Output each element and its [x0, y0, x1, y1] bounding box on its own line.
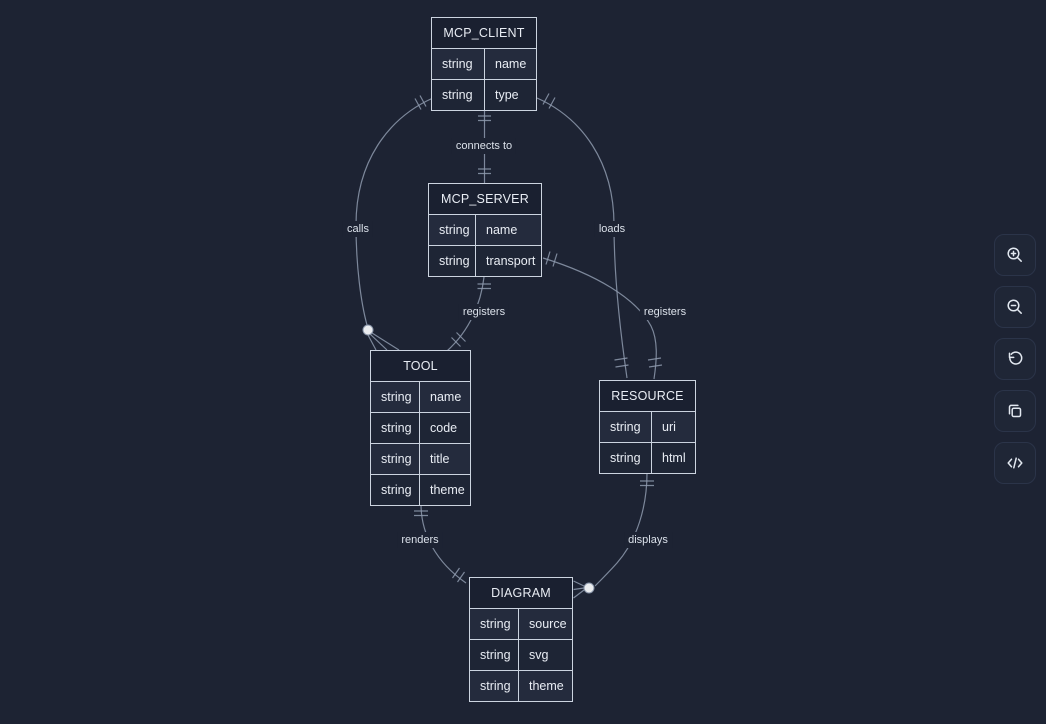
relationship-displays — [573, 472, 654, 599]
view-code-button[interactable] — [994, 442, 1036, 484]
attribute-name: svg — [519, 640, 572, 670]
attribute-name: uri — [652, 412, 695, 442]
attribute-row: string type — [432, 79, 536, 110]
reset-view-button[interactable] — [994, 338, 1036, 380]
attribute-row: string name — [371, 381, 470, 412]
copy-icon — [1008, 404, 1022, 418]
zero-marker-circle — [362, 324, 374, 336]
entity-mcp-client: MCP_CLIENT string name string type — [431, 17, 537, 111]
zoom-in-button[interactable] — [994, 234, 1036, 276]
entity-tool: TOOL string name string code string titl… — [370, 350, 471, 506]
attribute-name: theme — [420, 475, 470, 505]
attribute-row: string transport — [429, 245, 541, 276]
attribute-type: string — [470, 671, 519, 701]
relationship-calls — [355, 95, 434, 351]
attribute-name: name — [476, 215, 541, 245]
attribute-row: string html — [600, 442, 695, 473]
attribute-row: string theme — [470, 670, 572, 701]
attribute-row: string svg — [470, 639, 572, 670]
attribute-name: name — [485, 49, 536, 79]
relationship-label-registers-resource: registers — [639, 304, 691, 320]
attribute-type: string — [371, 475, 420, 505]
crow-foot — [367, 332, 400, 351]
attribute-name: theme — [519, 671, 572, 701]
attribute-type: string — [371, 413, 420, 443]
attribute-row: string uri — [600, 411, 695, 442]
entity-resource: RESOURCE string uri string html — [599, 380, 696, 474]
entity-title: RESOURCE — [600, 381, 695, 411]
entity-mcp-server: MCP_SERVER string name string transport — [428, 183, 542, 277]
relationship-label-displays: displays — [624, 532, 672, 548]
relationship-label-loads: loads — [594, 221, 630, 237]
attribute-name: code — [420, 413, 470, 443]
attribute-name: source — [519, 609, 572, 639]
attribute-row: string theme — [371, 474, 470, 505]
attribute-name: transport — [476, 246, 541, 276]
relationship-label-calls: calls — [342, 221, 374, 237]
attribute-type: string — [371, 382, 420, 412]
attribute-type: string — [470, 640, 519, 670]
crow-foot — [573, 580, 585, 599]
entity-title: MCP_CLIENT — [432, 18, 536, 48]
attribute-type: string — [470, 609, 519, 639]
attribute-type: string — [429, 246, 476, 276]
copy-button[interactable] — [994, 390, 1036, 432]
relationship-label-connects-to: connects to — [451, 138, 517, 154]
attribute-type: string — [432, 49, 485, 79]
attribute-type: string — [429, 215, 476, 245]
attribute-name: html — [652, 443, 695, 473]
entity-title: MCP_SERVER — [429, 184, 541, 214]
relationship-label-renders: renders — [397, 532, 443, 548]
zoom-out-button[interactable] — [994, 286, 1036, 328]
attribute-name: type — [485, 80, 536, 110]
attribute-row: string name — [429, 214, 541, 245]
attribute-row: string name — [432, 48, 536, 79]
attribute-type: string — [432, 80, 485, 110]
attribute-type: string — [371, 444, 420, 474]
code-icon — [1007, 457, 1023, 469]
attribute-type: string — [600, 443, 652, 473]
magnifier-minus-icon — [1007, 299, 1022, 314]
entity-title: TOOL — [371, 351, 470, 381]
attribute-name: title — [420, 444, 470, 474]
attribute-row: string code — [371, 412, 470, 443]
attribute-row: string title — [371, 443, 470, 474]
attribute-row: string source — [470, 608, 572, 639]
rotate-ccw-icon — [1008, 351, 1023, 365]
entity-title: DIAGRAM — [470, 578, 572, 608]
attribute-type: string — [600, 412, 652, 442]
entity-diagram: DIAGRAM string source string svg string … — [469, 577, 573, 702]
zero-marker-circle — [583, 582, 595, 594]
attribute-name: name — [420, 382, 470, 412]
magnifier-plus-icon — [1007, 247, 1022, 262]
toolbar — [994, 234, 1036, 484]
relationship-label-registers-tool: registers — [458, 304, 510, 320]
